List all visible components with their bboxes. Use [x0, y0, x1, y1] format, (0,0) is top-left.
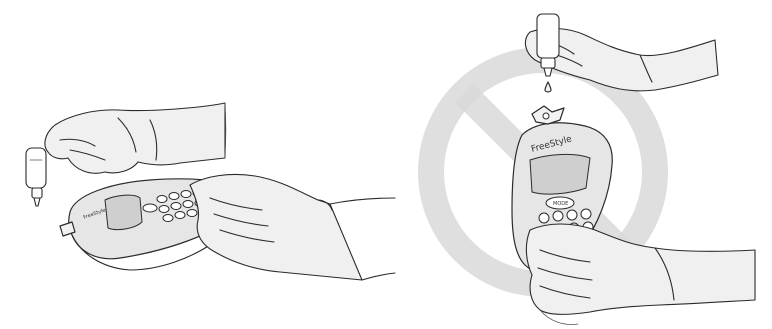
dropper-bottle-left [25, 147, 47, 207]
mode-button: MODE [545, 196, 575, 210]
svg-text:MODE: MODE [553, 201, 568, 207]
lower-gloved-hand-left [189, 173, 396, 281]
liquid-drop [544, 81, 552, 93]
dropper-bottle-right [536, 13, 560, 93]
panel-incorrect: FreeStyle MODE [418, 13, 756, 325]
upper-gloved-hand-left [44, 102, 227, 174]
lower-gloved-hand-right [525, 223, 756, 325]
panel-correct: FreeStyle [25, 102, 396, 281]
